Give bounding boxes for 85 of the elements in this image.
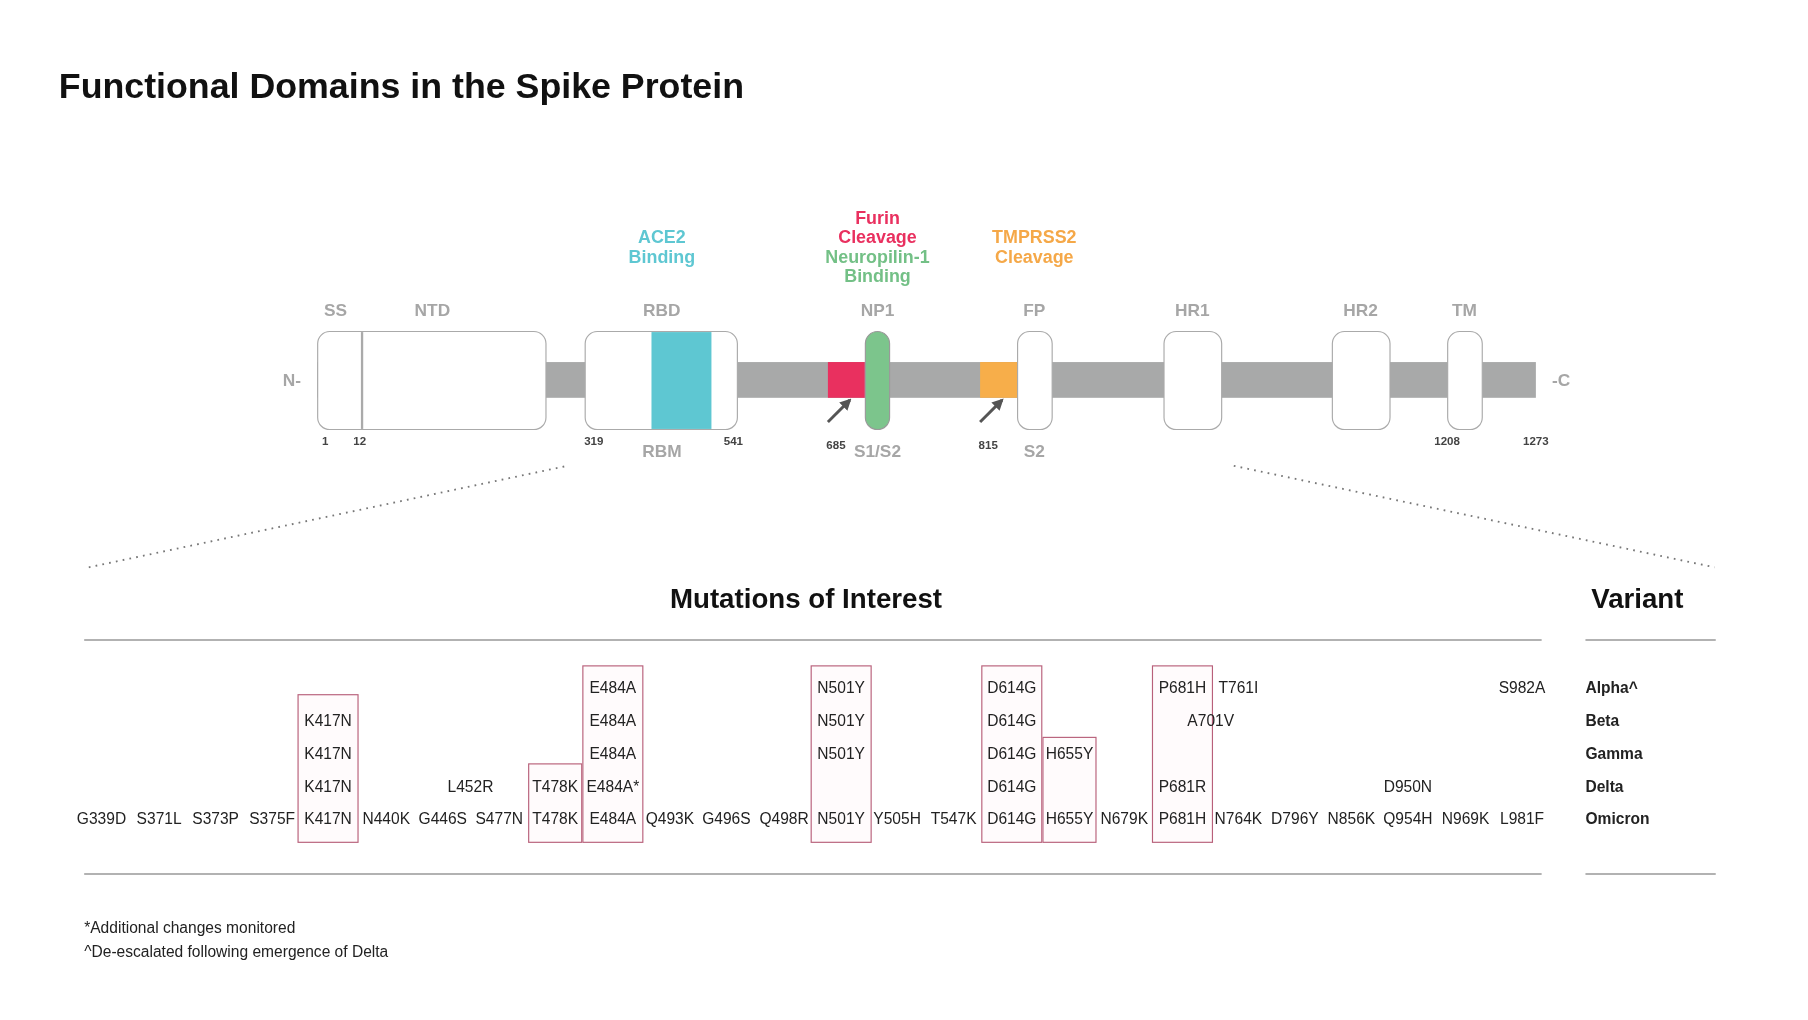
mutation-label: N440K [362, 810, 411, 830]
mutation-label: E484A [589, 679, 637, 698]
mutation-label: D614G [987, 778, 1037, 797]
binding-site-label: ACE2 Binding [628, 227, 696, 267]
mutation-label: T761I [1218, 679, 1259, 698]
mutation-label: K417N [304, 778, 352, 797]
variant-name: Alpha^ [1585, 679, 1638, 698]
terminus-label: -C [1552, 370, 1571, 391]
domain-label: HR1 [1174, 299, 1210, 321]
mutation-label: N679K [1100, 810, 1149, 830]
domain-label: S1/S2 [853, 440, 902, 462]
mutation-label: N501Y [817, 679, 865, 698]
mutation-label: E484A* [586, 778, 640, 797]
mutation-label: S477N [475, 810, 524, 830]
mutation-label: E484A [589, 712, 637, 732]
mutation-label: P681R [1158, 778, 1207, 797]
variant-name: Beta [1585, 712, 1620, 732]
mutation-label: N856K [1327, 810, 1376, 830]
mutation-label: T547K [930, 810, 977, 830]
mutation-label: P681H [1158, 810, 1207, 830]
binding-site-label: TMPRSS2 Cleavage [992, 227, 1077, 267]
domain-label: TM [1451, 299, 1477, 321]
residue-number: 685 [826, 438, 846, 452]
mutation-label: Y505H [873, 810, 921, 830]
domain-label: NTD [414, 299, 451, 321]
mutation-label: N501Y [817, 810, 865, 830]
residue-number: 12 [353, 434, 367, 449]
mutation-label: H655Y [1045, 810, 1094, 830]
mutation-label: D614G [987, 744, 1037, 764]
domain-label: FP [1023, 299, 1046, 321]
section-heading: Mutations of Interest [669, 583, 943, 617]
footnote: *Additional changes monitored [84, 918, 296, 938]
footnote: ^De-escalated following emergence of Delta [84, 943, 389, 962]
mutation-label: H655Y [1045, 744, 1094, 764]
mutation-label: K417N [304, 810, 352, 830]
terminus-label: N- [282, 370, 301, 391]
mutation-label: N969K [1441, 810, 1490, 830]
domain-label: RBD [643, 299, 681, 321]
domain-label: HR2 [1343, 299, 1378, 321]
residue-number: 1 [321, 434, 329, 449]
mutation-label: N501Y [817, 712, 865, 732]
domain-label: SS [324, 299, 348, 321]
residue-number: 815 [978, 438, 998, 452]
mutation-label: G446S [418, 810, 467, 830]
mutation-label: L981F [1499, 810, 1545, 830]
arrow [826, 398, 852, 424]
mutation-label: S375F [249, 810, 296, 830]
mutation-label: G339D [76, 810, 127, 830]
mutation-label: T478K [532, 778, 579, 797]
mutation-label: Q493K [645, 810, 695, 830]
residue-number: 319 [584, 434, 604, 449]
variant-name: Delta [1585, 778, 1624, 797]
mutation-label: S373P [192, 810, 239, 830]
mutation-label: T478K [532, 810, 579, 830]
binding-site-label: Neuropilin-1 Binding [824, 246, 931, 286]
mutation-label: S982A [1498, 679, 1546, 698]
mutation-label: D614G [987, 679, 1037, 698]
mutation-label: D614G [987, 712, 1037, 732]
residue-number: 1273 [1523, 434, 1549, 449]
binding-site-label: Furin Cleavage [838, 207, 917, 247]
mutation-label: D950N [1383, 778, 1433, 797]
mutation-label: N764K [1214, 810, 1263, 830]
mutation-label: Q954H [1383, 810, 1433, 830]
residue-number: 1208 [1434, 434, 1460, 449]
section-heading: Variant [1591, 583, 1684, 617]
mutation-label: K417N [304, 712, 352, 732]
residue-number: 541 [723, 434, 743, 449]
mutation-label: Q498R [759, 810, 809, 830]
variant-name: Omicron [1585, 810, 1650, 830]
mutation-label: E484A [589, 810, 637, 830]
title: Functional Domains in the Spike Protein [58, 65, 744, 108]
mutation-label: G496S [702, 810, 751, 830]
mutation-label: N501Y [817, 744, 865, 764]
mutation-label: P681H [1158, 679, 1207, 698]
domain-label: NP1 [860, 299, 895, 321]
mutation-label: E484A [589, 744, 637, 764]
mutation-label: D614G [987, 810, 1037, 830]
variant-name: Gamma [1585, 744, 1643, 764]
domain-label: S2 [1023, 440, 1045, 462]
mutation-label: D796Y [1271, 810, 1319, 830]
domain-label: RBM [642, 440, 682, 462]
mutation-label: S371L [136, 810, 182, 830]
mutation-label: K417N [304, 744, 352, 764]
arrow [979, 398, 1004, 424]
mutation-label: L452R [447, 778, 494, 797]
